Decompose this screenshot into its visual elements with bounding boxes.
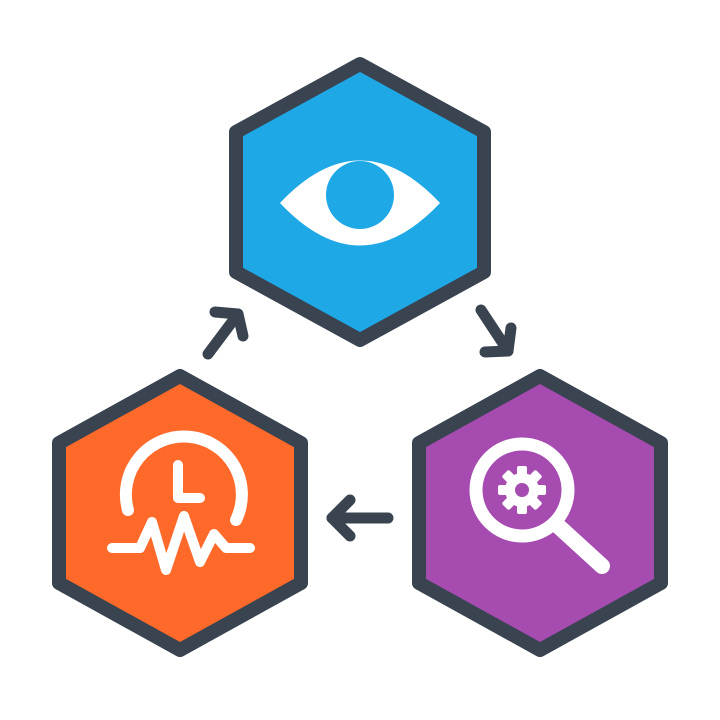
node-observe bbox=[229, 57, 491, 347]
magnifier-gear-icon bbox=[469, 437, 610, 574]
eye-icon bbox=[280, 160, 440, 246]
arrow-monitor-to-observe bbox=[202, 306, 249, 360]
gear-icon bbox=[498, 466, 546, 514]
arrow-analyze-to-monitor bbox=[326, 494, 394, 542]
arrows bbox=[202, 304, 517, 542]
hex-analyze bbox=[412, 369, 668, 657]
node-analyze bbox=[412, 369, 668, 657]
clock-pulse-icon bbox=[107, 430, 255, 575]
node-monitor bbox=[52, 369, 308, 657]
arrow-observe-to-analyze bbox=[475, 304, 517, 358]
